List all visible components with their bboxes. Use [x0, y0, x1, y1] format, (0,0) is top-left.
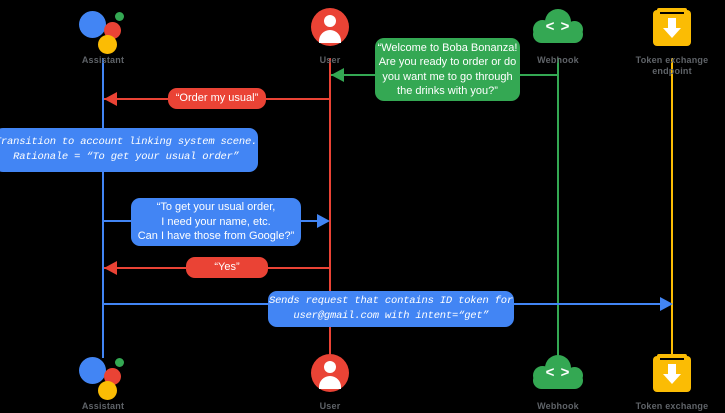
user-avatar-icon — [306, 352, 354, 396]
actor-label-token-line2: endpoint — [652, 66, 692, 76]
google-assistant-icon — [79, 352, 127, 400]
message-bubble-order-usual: “Order my usual” — [168, 88, 266, 109]
message-bubble-need-name: “To get your usual order, I need your na… — [131, 198, 301, 246]
bubble-line: Are you ready to order or do — [378, 56, 517, 68]
cloud-code-icon: < > — [532, 6, 584, 50]
actor-label-webhook: Webhook — [537, 401, 579, 411]
actor-webhook-bottom: < > Webhook — [498, 352, 618, 412]
bubble-line: you want me to go through — [382, 70, 513, 83]
actor-assistant-bottom: Assistant — [43, 352, 163, 412]
lifeline-assistant — [102, 58, 104, 358]
bubble-line: “To get your usual order, — [156, 201, 276, 214]
actor-label-webhook: Webhook — [537, 55, 579, 65]
code-brackets-glyph: < > — [545, 364, 571, 381]
arrow-yes-head — [104, 261, 117, 275]
user-avatar-icon — [306, 6, 354, 50]
actor-label-assistant: Assistant — [81, 55, 125, 65]
message-bubble-welcome: “Welcome to Boba Bonanza! Are you ready … — [375, 38, 520, 101]
lifeline-token — [671, 58, 673, 358]
actor-label-user: User — [319, 401, 341, 411]
note-bubble-transition: Transition to account linking system sce… — [0, 128, 258, 172]
actor-token-bottom: Token exchange endpoint — [612, 352, 725, 413]
lifeline-webhook — [557, 58, 559, 358]
code-brackets-glyph: < > — [545, 18, 571, 35]
actor-token-top: Token exchange endpoint — [612, 6, 725, 77]
actor-label-token: Token exchange endpoint — [636, 55, 709, 77]
note-line: Rationale = “To get your usual order” — [13, 151, 239, 163]
bubble-line: the drinks with you?” — [397, 85, 498, 97]
bubble-line: “Order my usual” — [175, 92, 259, 105]
arrow-welcome-head — [331, 68, 344, 82]
actor-label-user: User — [319, 55, 341, 65]
actor-webhook-top: < > Webhook — [498, 6, 618, 66]
actor-label-token-line1: Token exchange — [635, 55, 709, 65]
actor-label-token-line1: Token exchange — [635, 401, 709, 411]
bubble-line: “Yes” — [214, 261, 240, 274]
bubble-line: Can I have those from Google?” — [137, 230, 295, 243]
actor-assistant-top: Assistant — [43, 6, 163, 66]
actor-label-token: Token exchange endpoint — [636, 401, 709, 413]
download-box-icon — [653, 352, 691, 396]
note-line: Transition to account linking system sce… — [0, 136, 258, 148]
bubble-line: I need your name, etc. — [161, 215, 271, 228]
bubble-line: “Welcome to Boba Bonanza! — [377, 41, 518, 54]
google-assistant-icon — [79, 6, 127, 54]
arrow-order-usual-head — [104, 92, 117, 106]
bubble-line: Sends request that contains ID token for — [268, 295, 514, 307]
arrow-need-name-head — [317, 214, 330, 228]
message-bubble-yes: “Yes” — [186, 257, 268, 278]
message-bubble-sends-request: Sends request that contains ID token for… — [268, 291, 514, 327]
actor-user-top: User — [270, 6, 390, 66]
actor-user-bottom: User — [270, 352, 390, 412]
lifeline-user — [329, 58, 331, 358]
download-box-icon — [653, 6, 691, 50]
actor-label-assistant: Assistant — [81, 401, 125, 411]
cloud-code-icon: < > — [532, 352, 584, 396]
bubble-line: user@gmail.com with intent=“get” — [293, 310, 489, 322]
arrow-sends-request-head — [660, 297, 673, 311]
